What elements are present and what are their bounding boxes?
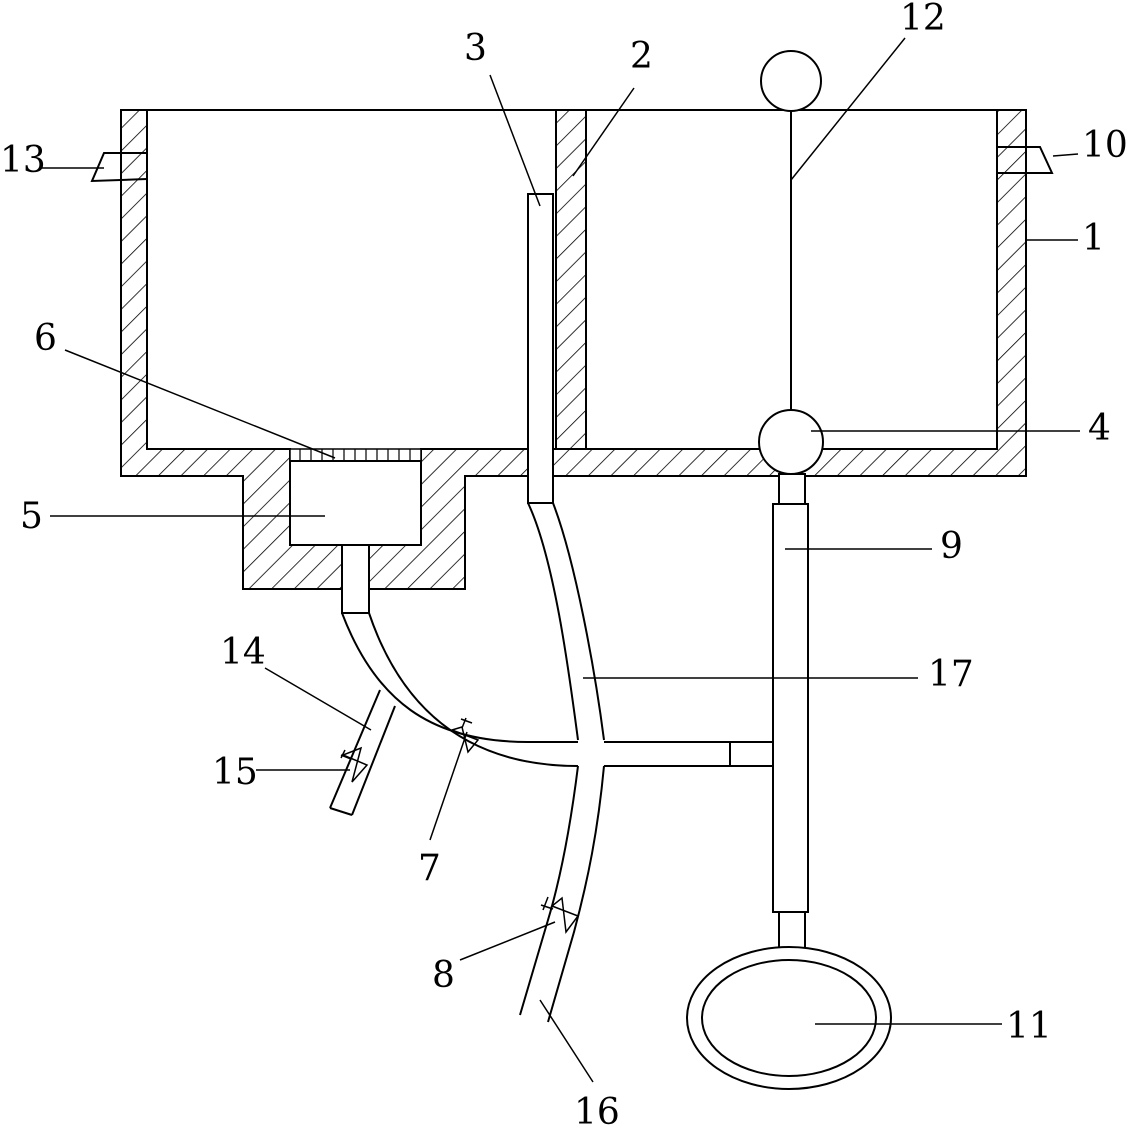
label-6: 6 <box>34 318 57 359</box>
outlet-curve-pipe <box>341 612 579 767</box>
lower-connector <box>778 911 806 951</box>
label-5: 5 <box>20 496 43 537</box>
curved-drain-pipe <box>519 502 605 1023</box>
label-2: 2 <box>630 36 653 77</box>
branch-valve <box>340 746 369 783</box>
label-9: 9 <box>940 526 963 567</box>
label-3: 3 <box>464 28 487 69</box>
valve-connector <box>778 473 806 505</box>
filter-chamber <box>289 460 422 546</box>
inlet-pipe-right <box>997 146 1054 174</box>
drain-valve <box>540 896 580 934</box>
label-8: 8 <box>432 955 455 996</box>
label-17: 17 <box>928 654 974 695</box>
float-ball-top <box>760 50 822 112</box>
label-16: 16 <box>574 1092 620 1128</box>
overflow-tube <box>527 193 554 504</box>
branch-pipe <box>329 689 396 816</box>
label-14: 14 <box>220 632 266 673</box>
inlet-pipe-left <box>90 152 148 183</box>
partition-wall <box>555 109 587 450</box>
label-15: 15 <box>212 752 258 793</box>
leader-lines <box>42 37 1080 1083</box>
horizontal-link-pipe <box>604 741 774 767</box>
vertical-pipe <box>772 503 809 913</box>
ring-inner <box>701 959 877 1077</box>
filter-mesh <box>289 448 422 462</box>
chamber-outlet-pipe <box>341 544 370 614</box>
label-11: 11 <box>1006 1006 1052 1047</box>
label-13: 13 <box>0 140 46 181</box>
float-valve <box>758 409 824 475</box>
label-1: 1 <box>1082 218 1105 259</box>
label-7: 7 <box>418 848 441 889</box>
label-10: 10 <box>1082 125 1128 166</box>
label-12: 12 <box>900 0 946 39</box>
outlet-valve <box>449 717 480 754</box>
label-4: 4 <box>1088 408 1111 449</box>
